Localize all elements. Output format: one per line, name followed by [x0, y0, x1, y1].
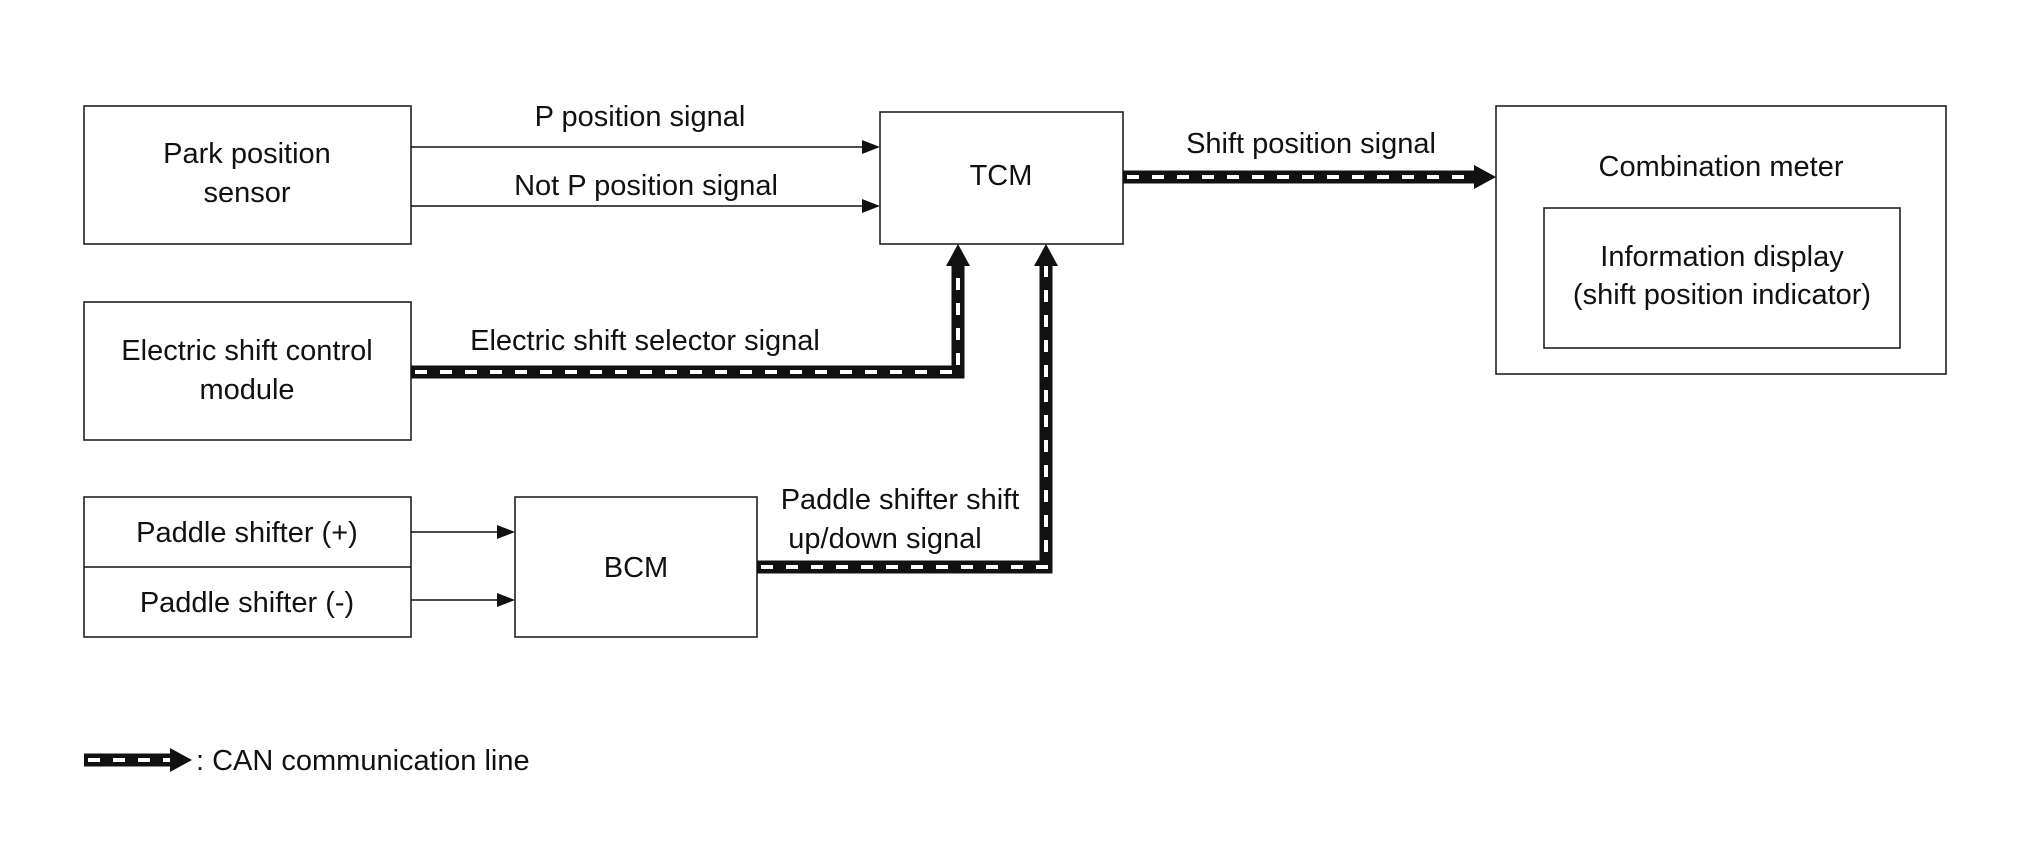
- paddle-minus-signal-line: [411, 593, 515, 607]
- park-sensor-label-line2: sensor: [203, 177, 290, 209]
- arrowhead-icon: [946, 244, 970, 266]
- arrowhead-icon: [1034, 244, 1058, 266]
- electric-shift-selector-can-line: Electric shift selector signal: [411, 244, 970, 379]
- not-p-position-signal-line: Not P position signal: [411, 170, 880, 213]
- paddle-plus-label: Paddle shifter (+): [136, 517, 358, 549]
- information-display-box: [1543, 207, 1901, 349]
- arrowhead-icon: [497, 593, 515, 607]
- shift-position-can-line: Shift position signal: [1123, 128, 1496, 189]
- combination-meter-block: Combination meter Information display (s…: [1495, 105, 1947, 375]
- paddle-shift-signal-label-line1: Paddle shifter shift: [781, 484, 1020, 516]
- paddle-shift-can-line: Paddle shifter shift up/down signal: [757, 244, 1058, 574]
- park-sensor-label-line1: Park position: [163, 138, 331, 170]
- info-display-label-line2: (shift position indicator): [1573, 279, 1871, 311]
- can-line-legend-icon: [170, 748, 192, 772]
- electric-shift-label-line1: Electric shift control: [121, 335, 372, 367]
- arrowhead-icon: [862, 140, 880, 154]
- tcm-block: TCM: [879, 111, 1124, 245]
- shift-position-signal-label: Shift position signal: [1186, 128, 1436, 160]
- arrowhead-icon: [862, 199, 880, 213]
- paddle-minus-label: Paddle shifter (-): [140, 587, 354, 619]
- not-p-position-signal-label: Not P position signal: [514, 170, 778, 202]
- tcm-label: TCM: [970, 160, 1033, 192]
- legend: : CAN communication line: [84, 745, 530, 777]
- p-position-signal-line: P position signal: [411, 101, 880, 154]
- electric-shift-label-line2: module: [199, 374, 294, 406]
- bcm-block: BCM: [514, 496, 758, 638]
- bcm-label: BCM: [604, 552, 668, 584]
- electric-shift-control-module-block: Electric shift control module: [83, 301, 412, 441]
- arrowhead-icon: [1474, 165, 1496, 189]
- electric-shift-selector-signal-label: Electric shift selector signal: [470, 325, 820, 357]
- paddle-shifter-block: Paddle shifter (+) Paddle shifter (-): [83, 496, 412, 638]
- paddle-plus-signal-line: [411, 525, 515, 539]
- combination-meter-label: Combination meter: [1599, 151, 1844, 183]
- info-display-label-line1: Information display: [1600, 241, 1844, 273]
- park-position-sensor-block: Park position sensor: [83, 105, 412, 245]
- p-position-signal-label: P position signal: [535, 101, 746, 133]
- arrowhead-icon: [497, 525, 515, 539]
- legend-can-line-label: : CAN communication line: [196, 745, 530, 777]
- paddle-shift-signal-label-line2: up/down signal: [788, 523, 981, 555]
